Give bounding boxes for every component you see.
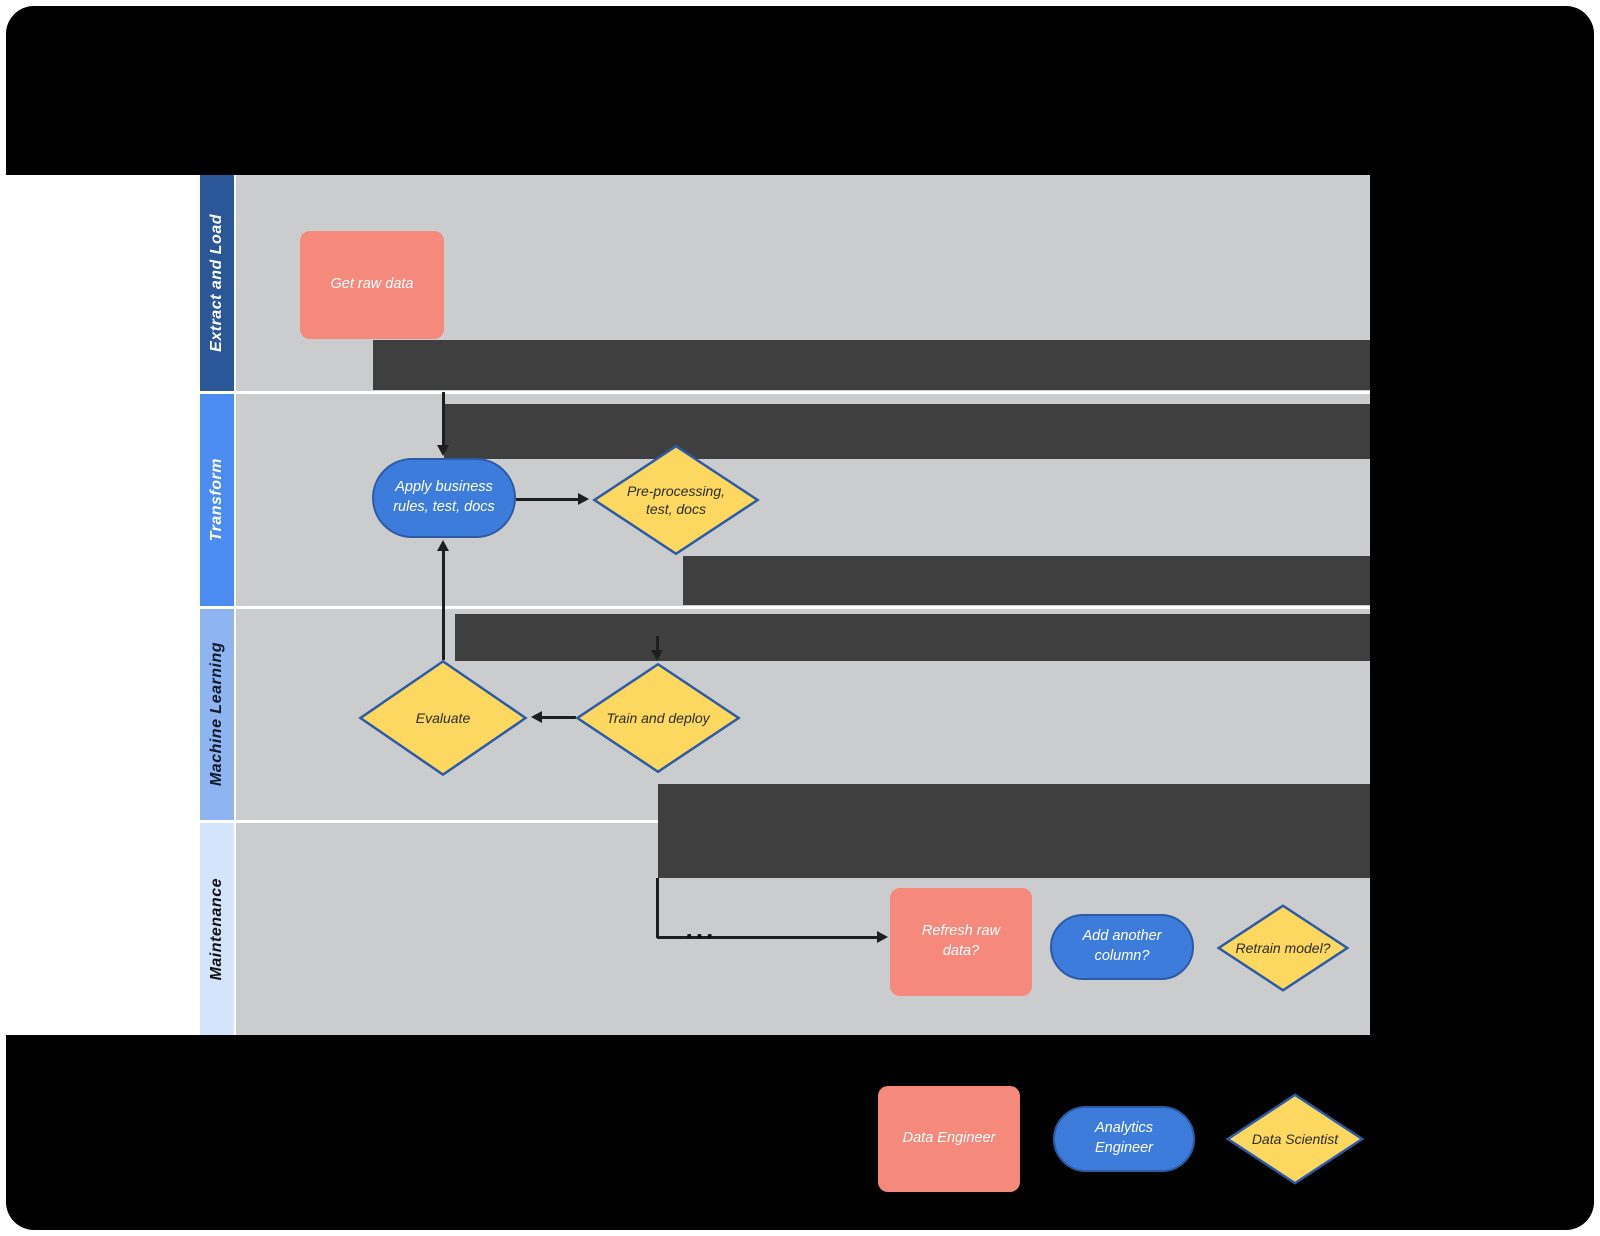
arrow-down-icon xyxy=(651,650,663,661)
node-label: Train and deploy xyxy=(606,709,710,726)
node-evaluate: Evaluate xyxy=(357,659,529,777)
arrow-right-icon xyxy=(877,931,888,943)
node-apply-business-rules: Apply business rules, test, docs xyxy=(372,458,516,538)
node-retrain-model: Retrain model? xyxy=(1216,904,1350,992)
lane-header-extract-and-load: Extract and Load xyxy=(200,175,234,391)
decision-diamond-shape xyxy=(357,659,529,777)
lane-label: Extract and Load xyxy=(208,214,225,352)
connector-band xyxy=(373,340,1370,390)
legend-label: Data Engineer xyxy=(902,1130,996,1147)
connector-band xyxy=(683,556,1370,605)
node-train-and-deploy: Train and deploy xyxy=(574,662,742,774)
connector-line xyxy=(656,878,659,938)
lane-label: Maintenance xyxy=(208,877,225,981)
lane-header-maintenance: Maintenance xyxy=(200,823,234,1035)
decision-diamond-shape xyxy=(591,444,761,556)
connector-line xyxy=(442,548,445,660)
lane-header-divider xyxy=(234,175,236,1035)
legend-analytics-engineer: Analytics Engineer xyxy=(1053,1106,1195,1172)
decision-diamond-shape xyxy=(574,662,742,774)
node-label: Apply business rules, test, docs xyxy=(393,479,495,515)
lane-label: Machine Learning xyxy=(208,642,225,787)
node-label: Add another column? xyxy=(1082,928,1162,964)
node-label: Retrain model? xyxy=(1235,939,1331,956)
lane-divider xyxy=(200,391,1370,394)
arrow-down-icon xyxy=(437,445,449,456)
connector-band xyxy=(455,614,1370,661)
legend-label: Analytics Engineer xyxy=(1094,1120,1154,1156)
legend-data-scientist: Data Scientist xyxy=(1225,1093,1365,1185)
node-label: Evaluate xyxy=(415,709,471,726)
lane-header-machine-learning: Machine Learning xyxy=(200,609,234,820)
node-add-another-column: Add another column? xyxy=(1050,914,1194,980)
connector-line xyxy=(442,392,445,448)
legend-data-engineer: Data Engineer xyxy=(878,1086,1020,1192)
connector-line xyxy=(656,636,659,652)
lane-label: Transform xyxy=(208,458,225,542)
decision-diamond-shape xyxy=(1216,904,1350,992)
node-label: Pre-processing, test, docs xyxy=(626,482,726,517)
node-label: Refresh raw data? xyxy=(921,923,1001,959)
connector-line xyxy=(657,936,879,939)
arrow-up-icon xyxy=(437,540,449,551)
lane-divider xyxy=(200,606,1370,609)
connector-line xyxy=(516,498,580,501)
arrow-left-icon xyxy=(531,711,542,723)
left-margin xyxy=(6,175,200,1035)
node-label: Get raw data xyxy=(330,276,414,293)
connector-band xyxy=(658,784,1370,878)
legend-label: Data Scientist xyxy=(1251,1130,1339,1147)
decision-diamond-shape xyxy=(1225,1093,1365,1185)
node-get-raw-data: Get raw data xyxy=(300,231,444,339)
arrow-right-icon xyxy=(578,493,589,505)
node-refresh-raw-data: Refresh raw data? xyxy=(890,888,1032,996)
node-pre-processing: Pre-processing, test, docs xyxy=(591,444,761,556)
lane-header-transform: Transform xyxy=(200,394,234,606)
connector-line xyxy=(542,716,576,719)
connector-band xyxy=(444,404,1370,459)
connector-ellipsis: ... xyxy=(685,913,717,944)
